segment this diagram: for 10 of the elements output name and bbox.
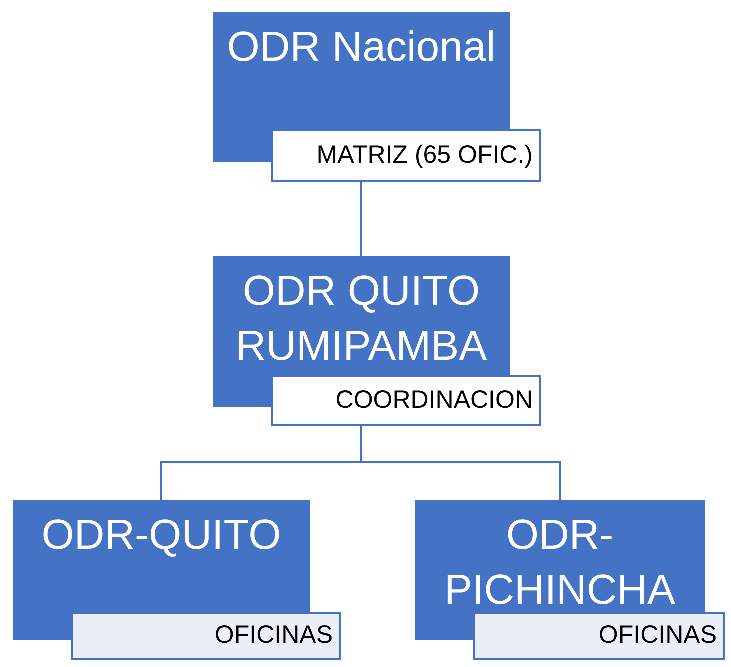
unit-title: ODR Nacional — [227, 22, 496, 72]
unit-title: ODR-PICHINCHA — [443, 510, 677, 615]
connector-line — [360, 182, 362, 256]
connector-line — [360, 426, 561, 500]
unit-tag: OFICINAS — [473, 612, 725, 660]
unit-tag: MATRIZ (65 OFIC.) — [271, 129, 541, 182]
unit-title: ODR-QUITO — [42, 510, 282, 560]
unit-title: ODR QUITO RUMIPAMBA — [234, 266, 488, 371]
unit-tag: OFICINAS — [71, 612, 341, 660]
unit-tag: COORDINACION — [271, 375, 541, 426]
